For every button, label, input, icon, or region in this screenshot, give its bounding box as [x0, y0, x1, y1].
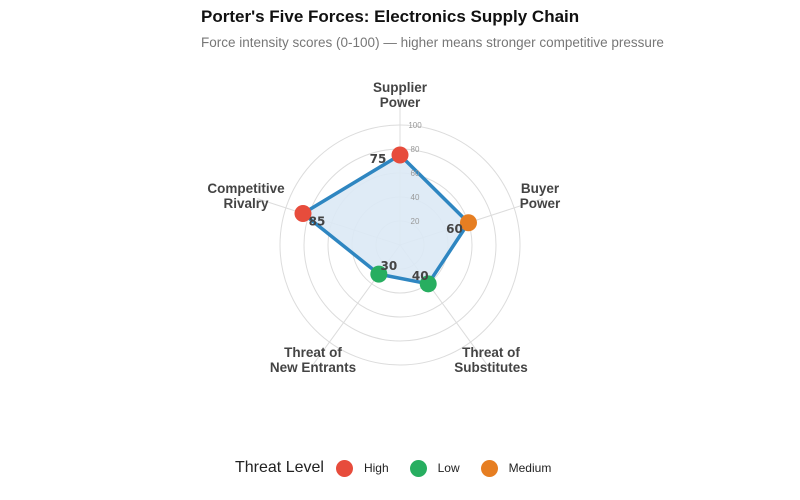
data-point: [294, 204, 312, 222]
legend-dot-low: [409, 459, 427, 477]
data-point: [459, 214, 477, 232]
legend-label-high: High: [363, 461, 389, 475]
chart-subtitle: Force intensity scores (0-100) — higher …: [201, 35, 664, 50]
chart-title: Porter's Five Forces: Electronics Supply…: [201, 7, 580, 26]
legend-title: Threat Level: [235, 459, 324, 476]
data-label: 30: [380, 259, 397, 273]
tick-label: 60: [411, 169, 420, 178]
tick-label: 100: [408, 121, 422, 130]
data-point: [391, 146, 409, 164]
legend-dot-high: [335, 459, 353, 477]
tick-label: 40: [411, 193, 420, 202]
tick-label: 20: [411, 217, 420, 226]
legend: Threat Level High Low Medium: [235, 459, 572, 477]
data-point: [419, 275, 437, 293]
legend-item-medium: Medium: [480, 459, 552, 477]
data-label: 85: [309, 214, 326, 228]
data-label: 75: [370, 152, 387, 166]
data-label: 40: [412, 269, 429, 283]
legend-dot-medium: [480, 459, 498, 477]
legend-label-low: Low: [437, 461, 460, 475]
tick-label: 80: [411, 145, 420, 154]
data-label: 60: [446, 222, 463, 236]
legend-label-medium: Medium: [508, 461, 552, 475]
legend-item-high: High: [335, 459, 389, 477]
data-point: [370, 265, 388, 283]
data-polygon: [301, 153, 471, 286]
legend-item-low: Low: [409, 459, 460, 477]
